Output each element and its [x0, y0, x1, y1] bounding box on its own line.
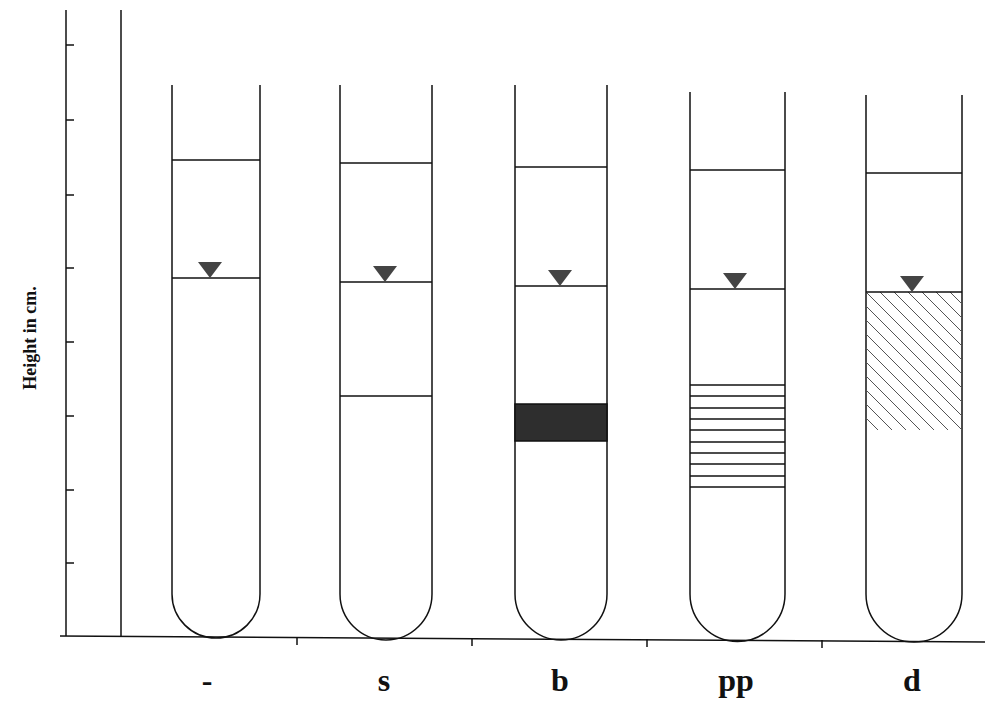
sediment-line — [340, 395, 432, 397]
tube-label: d — [903, 664, 921, 696]
tube-label: s — [378, 664, 390, 696]
tube-label: pp — [718, 664, 754, 696]
water-level-marker — [373, 266, 397, 282]
water-level-marker — [723, 273, 747, 289]
test-tube — [866, 95, 962, 642]
top-level-line — [172, 159, 260, 161]
water-level-line — [866, 291, 962, 293]
top-level-line — [690, 169, 785, 171]
axes — [60, 10, 985, 648]
dark-band — [515, 404, 607, 441]
tube-label: b — [551, 664, 569, 696]
x-axis — [60, 636, 985, 642]
top-level-line — [866, 172, 962, 174]
water-level-line — [690, 288, 785, 290]
test-tube — [172, 85, 260, 638]
water-level-line — [340, 281, 432, 283]
tube-label: - — [202, 664, 213, 696]
frame-line — [120, 10, 122, 636]
y-axis — [65, 10, 67, 636]
test-tube — [340, 85, 432, 640]
layered-band — [690, 385, 785, 487]
water-level-marker — [900, 276, 924, 292]
water-level-marker — [548, 270, 572, 286]
test-tube — [515, 85, 607, 640]
water-level-line — [172, 277, 260, 279]
top-level-line — [340, 162, 432, 164]
hatched-zone — [866, 292, 962, 430]
water-level-marker — [198, 262, 222, 278]
test-tube — [690, 92, 785, 641]
water-level-line — [515, 285, 607, 287]
top-level-line — [515, 166, 607, 168]
y-ticks — [66, 45, 74, 563]
axis-title: Height in cm. — [21, 286, 39, 390]
